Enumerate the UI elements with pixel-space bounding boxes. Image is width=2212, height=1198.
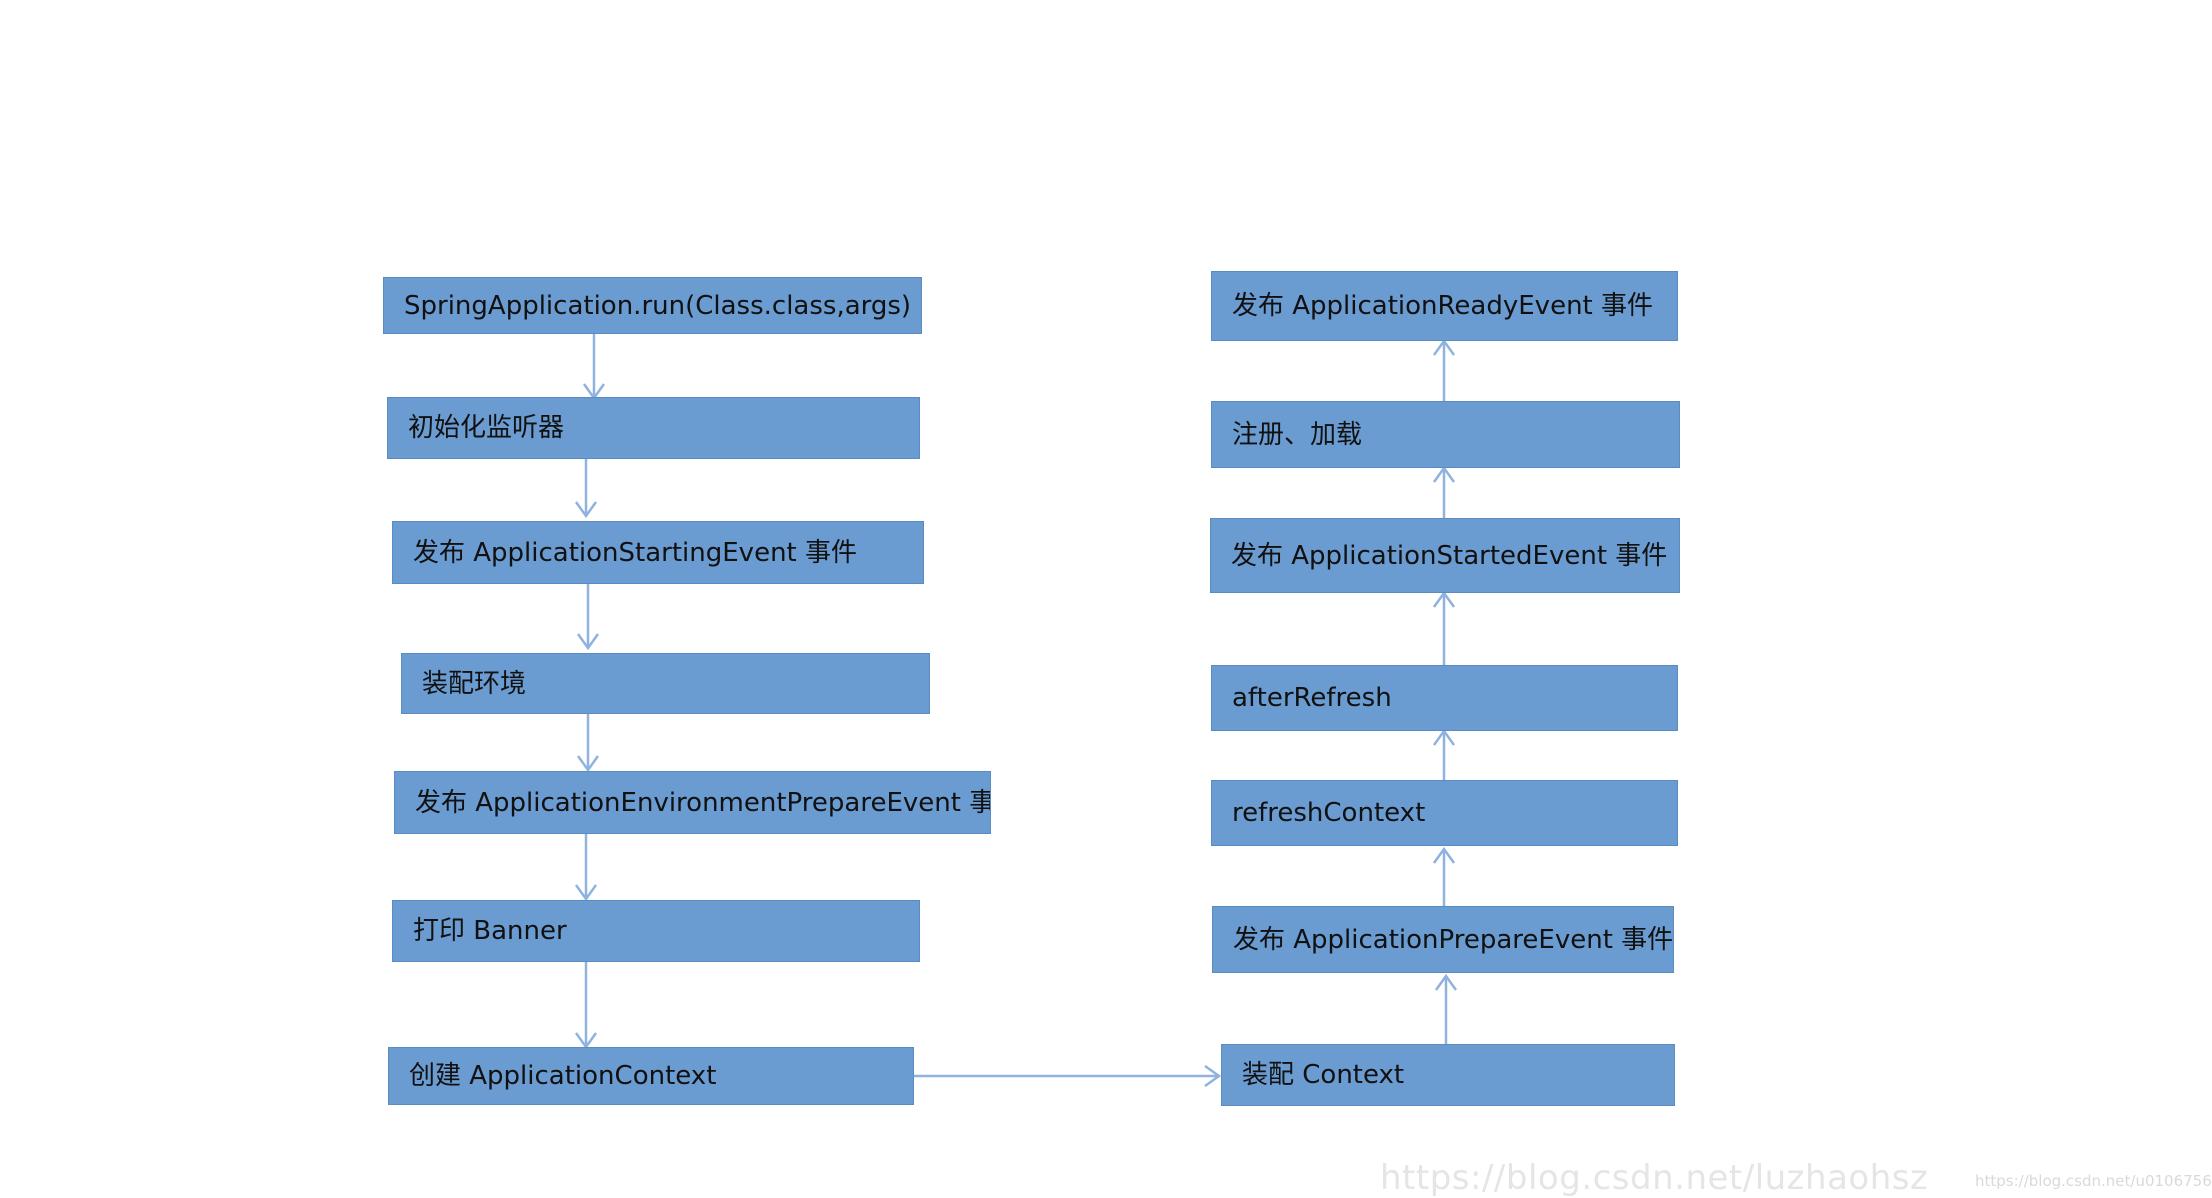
node-refresh-context: refreshContext	[1211, 780, 1678, 846]
node-label: 发布 ApplicationStartingEvent 事件	[413, 537, 858, 568]
node-label: 装配 Context	[1242, 1060, 1405, 1090]
node-spring-application-run: SpringApplication.run(Class.class,args)	[383, 277, 922, 334]
node-print-banner: 打印 Banner	[392, 900, 920, 962]
node-prepare-environment: 装配环境	[401, 653, 930, 714]
node-label: refreshContext	[1232, 798, 1426, 828]
node-init-listeners: 初始化监听器	[387, 397, 920, 459]
node-label: afterRefresh	[1232, 683, 1392, 713]
node-label: 创建 ApplicationContext	[409, 1061, 717, 1091]
node-label: 注册、加载	[1232, 419, 1363, 450]
node-label: SpringApplication.run(Class.class,args)	[404, 290, 912, 321]
node-label: 装配环境	[422, 668, 527, 699]
node-label: 初始化监听器	[408, 413, 565, 443]
node-started-event: 发布 ApplicationStartedEvent 事件	[1210, 518, 1680, 593]
arrow-init-to-starting	[574, 459, 598, 519]
arrow-context-to-prepareevent	[1434, 973, 1458, 1044]
node-register-load: 注册、加载	[1211, 401, 1680, 468]
watermark-main: https://blog.csdn.net/luzhaohsz	[1380, 1158, 1929, 1198]
arrow-prepareevent-to-refresh	[1432, 846, 1456, 906]
arrow-banner-to-create	[574, 962, 598, 1050]
arrow-started-to-register	[1432, 465, 1456, 518]
node-create-application-context: 创建 ApplicationContext	[388, 1047, 914, 1105]
node-prepare-context: 装配 Context	[1221, 1044, 1675, 1106]
node-ready-event: 发布 ApplicationReadyEvent 事件	[1211, 271, 1678, 341]
arrow-register-to-ready	[1432, 338, 1456, 401]
node-label: 发布 ApplicationStartedEvent 事件	[1231, 540, 1668, 571]
arrow-envevent-to-banner	[574, 834, 598, 902]
node-prepare-event: 发布 ApplicationPrepareEvent 事件	[1212, 906, 1674, 973]
arrow-refresh-to-afterrefresh	[1432, 728, 1456, 780]
node-label: 打印 Banner	[413, 916, 567, 946]
watermark-small: https://blog.csdn.net/u010675669	[1975, 1172, 2212, 1190]
arrow-afterrefresh-to-started	[1432, 590, 1456, 665]
arrow-env-to-envevent	[576, 714, 600, 773]
arrow-create-to-context	[913, 1064, 1222, 1088]
node-label: 发布 ApplicationPrepareEvent 事件	[1233, 924, 1674, 955]
node-label: 发布 ApplicationReadyEvent 事件	[1232, 291, 1654, 321]
node-starting-event: 发布 ApplicationStartingEvent 事件	[392, 521, 924, 584]
arrow-starting-to-env	[576, 584, 600, 651]
arrow-run-to-init	[582, 334, 606, 401]
node-label: 发布 ApplicationEnvironmentPrepareEvent 事件	[415, 787, 991, 818]
node-environment-prepare-event: 发布 ApplicationEnvironmentPrepareEvent 事件	[394, 771, 991, 834]
node-after-refresh: afterRefresh	[1211, 665, 1678, 731]
